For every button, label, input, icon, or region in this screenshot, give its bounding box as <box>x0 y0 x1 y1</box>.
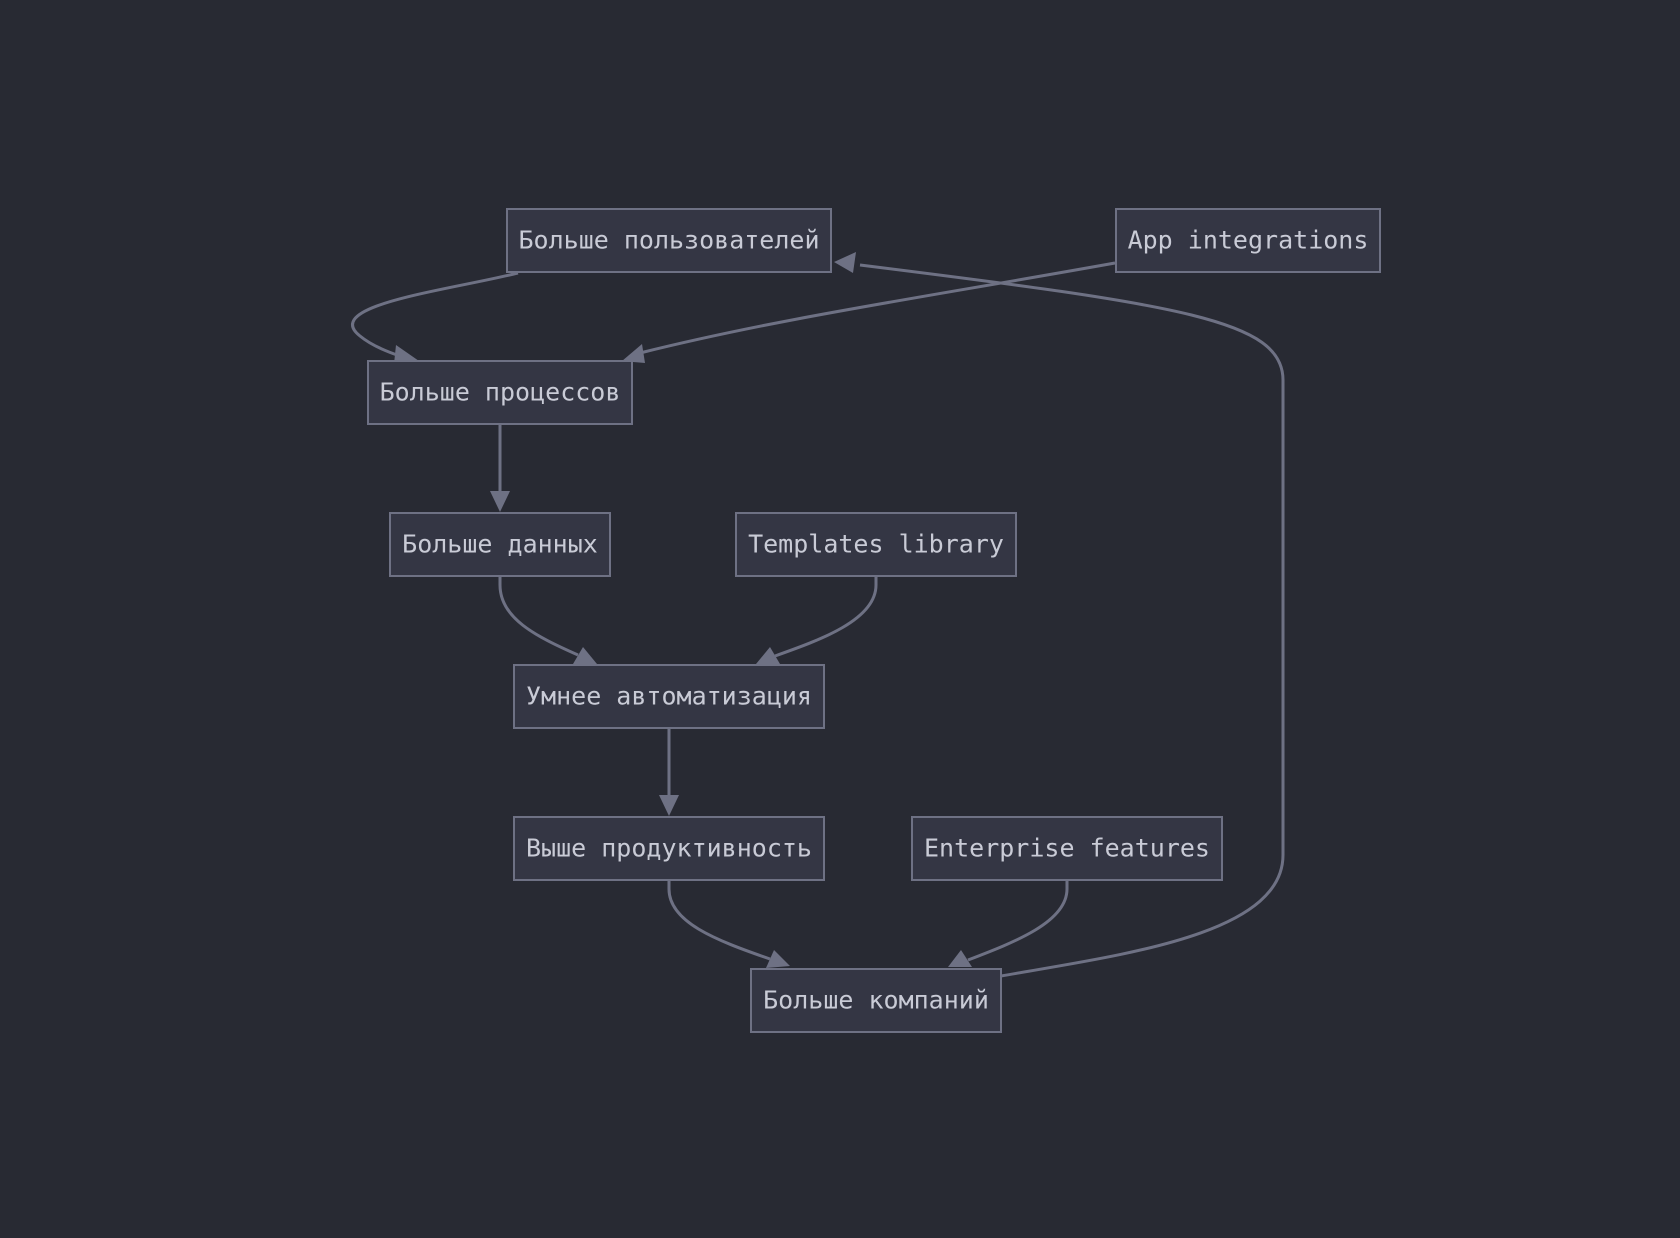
edge-data-to-automation <box>498 577 579 657</box>
node-label-templates: Templates library <box>748 530 1004 559</box>
edge-users-to-processes <box>351 271 519 358</box>
arrowhead-automation-to-productivity <box>659 795 679 816</box>
node-templates[interactable]: Templates library <box>735 512 1017 577</box>
node-label-companies: Больше компаний <box>763 986 989 1015</box>
edges <box>351 252 1285 978</box>
edge-app-integrations-to-processes <box>639 261 1116 355</box>
node-companies[interactable]: Больше компаний <box>750 968 1002 1033</box>
arrowhead-users-to-processes <box>394 345 419 364</box>
node-data[interactable]: Больше данных <box>389 512 611 577</box>
arrowhead-productivity-to-companies <box>766 950 790 968</box>
arrowhead-companies-to-users <box>834 252 856 273</box>
arrowhead-enterprise-to-companies <box>948 950 972 967</box>
node-label-automation: Умнее автоматизация <box>526 682 812 711</box>
arrowhead-templates-to-automation <box>756 647 780 664</box>
node-label-enterprise: Enterprise features <box>924 834 1210 863</box>
edge-templates-to-automation <box>774 577 878 658</box>
node-enterprise[interactable]: Enterprise features <box>911 816 1223 881</box>
node-label-productivity: Выше продуктивность <box>526 834 812 863</box>
node-processes[interactable]: Больше процессов <box>367 360 633 425</box>
arrowhead-data-to-automation <box>573 647 597 664</box>
arrowhead-app-integrations-to-processes <box>622 344 645 363</box>
node-label-processes: Больше процессов <box>380 378 621 407</box>
edge-companies-to-users <box>859 263 1285 978</box>
node-label-app-integrations: App integrations <box>1128 226 1369 255</box>
node-productivity[interactable]: Выше продуктивность <box>513 816 825 881</box>
node-label-data: Больше данных <box>402 530 598 559</box>
node-app-integrations[interactable]: App integrations <box>1115 208 1381 273</box>
edge-enterprise-to-companies <box>967 881 1069 962</box>
node-automation[interactable]: Умнее автоматизация <box>513 664 825 729</box>
edge-productivity-to-companies <box>667 881 771 961</box>
node-users[interactable]: Больше пользователей <box>506 208 832 273</box>
node-label-users: Больше пользователей <box>518 226 819 255</box>
arrowhead-processes-to-data <box>490 491 510 512</box>
